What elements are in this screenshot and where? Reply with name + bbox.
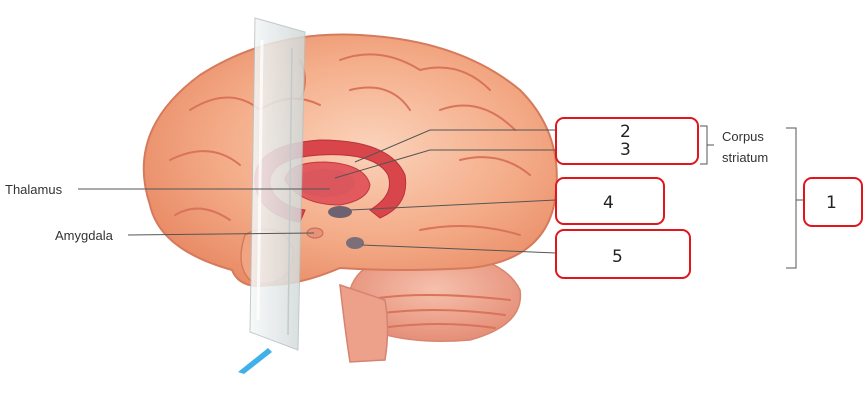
gray-structure-5 xyxy=(346,237,364,249)
corpus-striatum-bracket xyxy=(700,125,708,165)
answer-4: 4 xyxy=(603,193,614,213)
gray-structure-4 xyxy=(328,206,352,218)
answer-box-4[interactable] xyxy=(555,177,665,225)
answer-2: 2 xyxy=(620,122,631,142)
cerebrum xyxy=(142,33,558,287)
answer-box-1[interactable] xyxy=(803,177,863,227)
answer-5: 5 xyxy=(612,247,623,267)
large-bracket xyxy=(786,127,797,269)
label-corpus: Corpus xyxy=(722,129,764,144)
label-striatum: striatum xyxy=(722,150,768,165)
label-thalamus: Thalamus xyxy=(5,182,63,197)
answer-3: 3 xyxy=(620,140,631,160)
answer-box-2-3[interactable] xyxy=(555,117,699,165)
answer-box-5[interactable] xyxy=(555,229,691,279)
thalamus-shape xyxy=(295,169,355,197)
blue-pointer xyxy=(238,348,272,374)
answer-1: 1 xyxy=(826,193,837,213)
brainstem xyxy=(339,283,389,363)
label-amygdala: Amygdala xyxy=(55,228,114,243)
